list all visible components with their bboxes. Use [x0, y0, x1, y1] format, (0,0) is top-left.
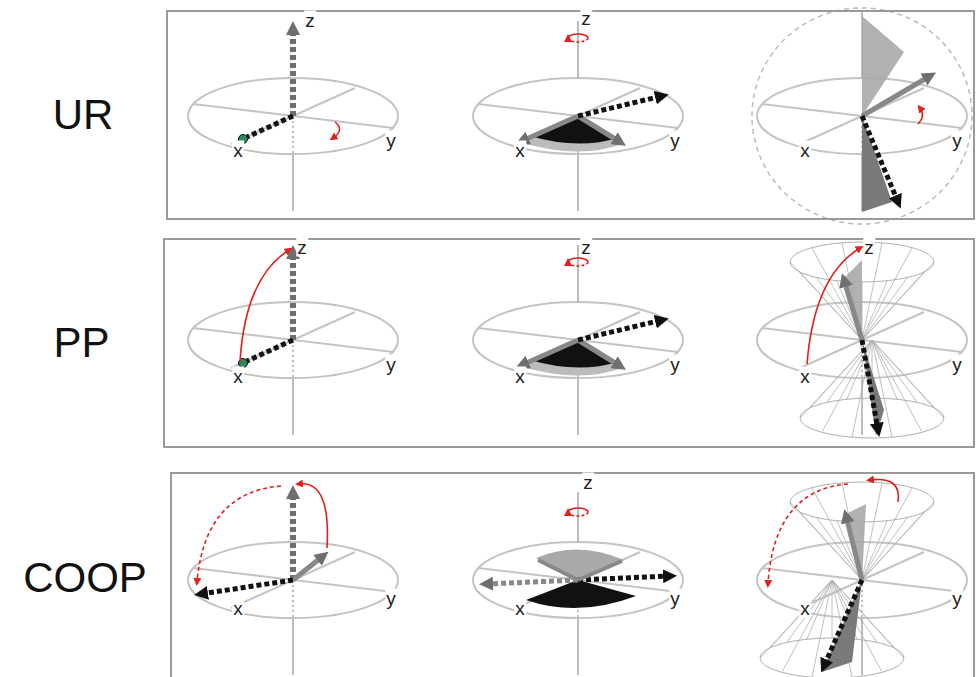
- ur-frame-1: [188, 28, 398, 211]
- axis-label: y: [385, 131, 397, 150]
- axis-label: z: [580, 238, 592, 257]
- pp-frame-2: [473, 245, 683, 435]
- axis-label: x: [232, 141, 244, 160]
- axis-label: y: [951, 131, 963, 150]
- axis-label: x: [799, 367, 811, 386]
- method-heading: UR: [2, 91, 164, 139]
- axis-label: y: [669, 589, 681, 608]
- pp-frame-3: [757, 242, 967, 438]
- method-panel: UR: [166, 10, 975, 220]
- coop-frame-3: [757, 479, 967, 677]
- ur-frame-2: [473, 21, 683, 211]
- axis-label: z: [304, 11, 316, 30]
- axis-label: x: [799, 141, 811, 160]
- method-panel: COOP: [170, 472, 975, 677]
- axis-label: x: [232, 599, 244, 618]
- axis-label: z: [580, 9, 592, 28]
- axis-label: x: [232, 367, 244, 386]
- axis-label: y: [385, 355, 397, 374]
- axis-label: x: [799, 599, 811, 618]
- method-heading: COOP: [2, 554, 168, 602]
- method-panel: PP: [163, 238, 975, 448]
- axis-label: x: [514, 141, 526, 160]
- axis-label: y: [951, 355, 963, 374]
- axis-label: x: [514, 599, 526, 618]
- axis-label: z: [296, 238, 308, 257]
- axis-label: z: [863, 238, 875, 257]
- axis-label: z: [582, 473, 594, 492]
- method-heading: PP: [2, 319, 161, 367]
- axis-label: y: [951, 589, 963, 608]
- axis-label: x: [514, 367, 526, 386]
- axis-label: y: [669, 355, 681, 374]
- axis-label: y: [669, 131, 681, 150]
- axis-label: y: [385, 589, 397, 608]
- ur-frame-3: [752, 8, 972, 224]
- coop-frame-1: [188, 484, 398, 675]
- pp-frame-1: [188, 250, 398, 435]
- coop-frame-2: [473, 492, 683, 675]
